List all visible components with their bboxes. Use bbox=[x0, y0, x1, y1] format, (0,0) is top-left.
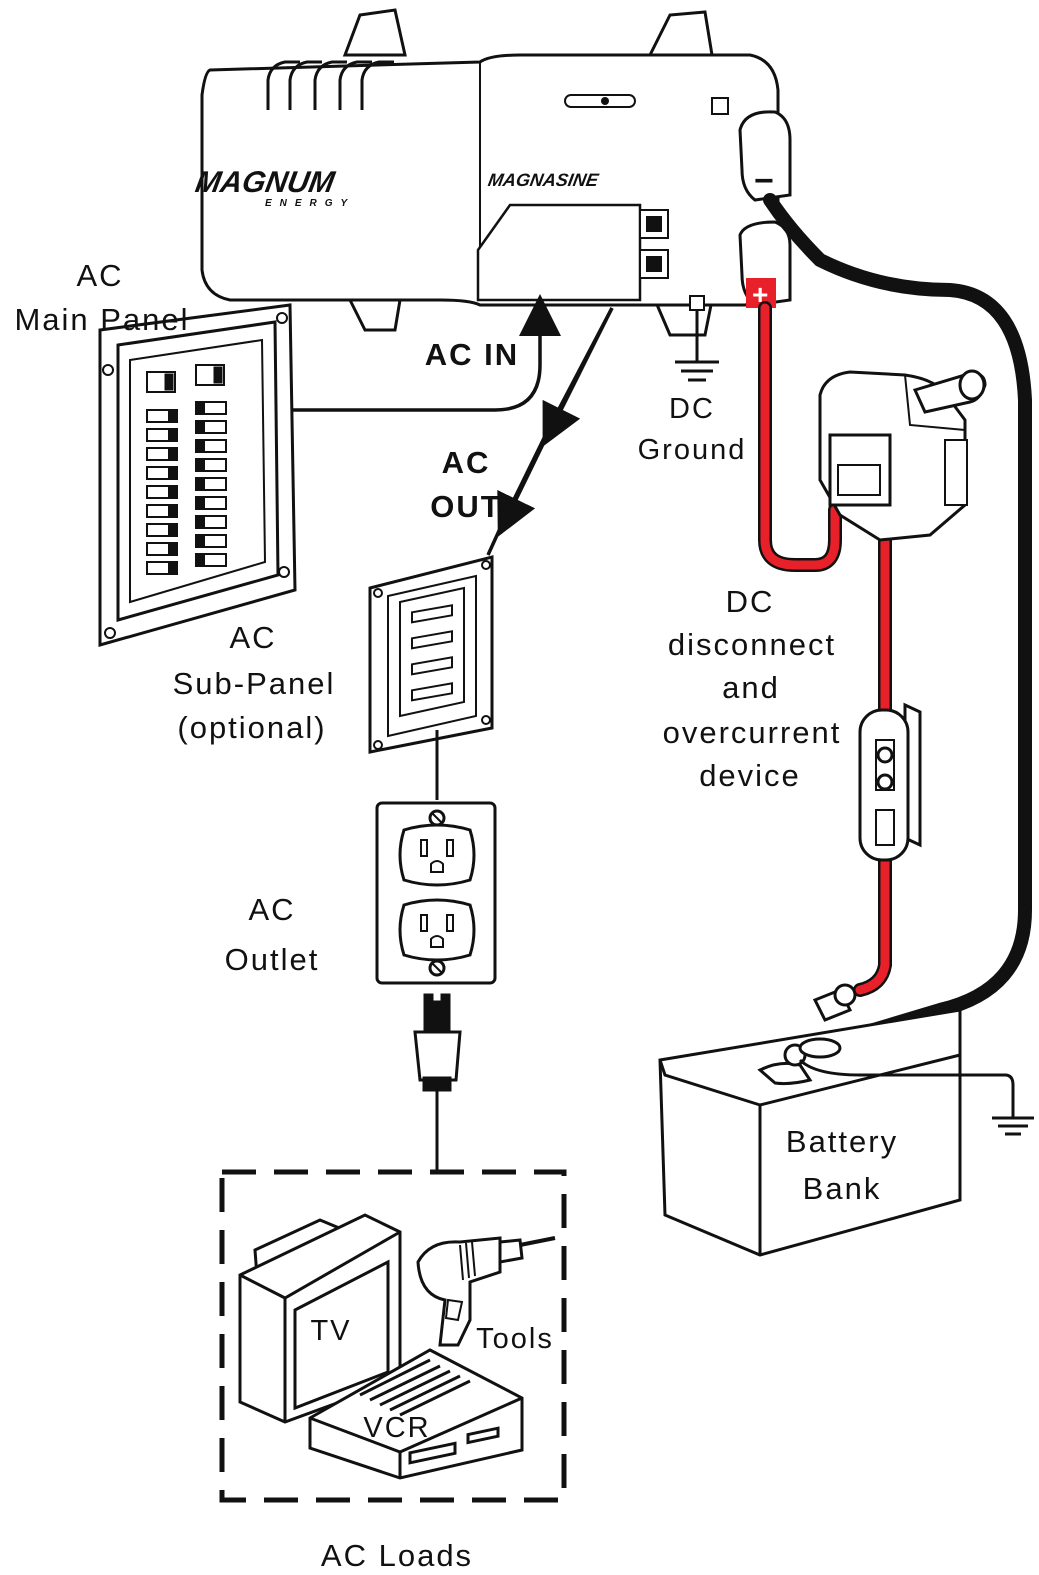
label-dc-disconnect-l4: overcurrent bbox=[663, 715, 842, 750]
ac-outlet bbox=[375, 801, 497, 985]
breaker-toggle bbox=[197, 536, 205, 546]
ac-in-wire bbox=[292, 294, 561, 412]
mount-tab-top-right bbox=[647, 10, 714, 57]
battery-negative-post bbox=[757, 1061, 813, 1086]
battery-ground-symbol bbox=[798, 1058, 1034, 1136]
breaker-toggle bbox=[197, 517, 205, 527]
negative-terminal-sign: − bbox=[754, 162, 774, 200]
access-panel bbox=[476, 203, 642, 302]
product-name: MAGNASINE bbox=[487, 170, 601, 190]
brand-logo: MAGNUM bbox=[193, 166, 338, 199]
breaker-toggle bbox=[168, 563, 176, 573]
label-ac-sub-panel-l3: (optional) bbox=[177, 710, 326, 745]
breaker-toggle bbox=[197, 403, 205, 413]
label-ac-in: AC IN bbox=[425, 337, 519, 372]
label-ac-main-panel-l1: AC bbox=[76, 258, 123, 293]
label-battery-l2: Bank bbox=[803, 1171, 882, 1206]
ac-sub-panel bbox=[368, 555, 494, 754]
brand-logo-sub: ENERGY bbox=[265, 198, 355, 209]
breaker-toggle bbox=[168, 525, 176, 535]
label-ac-out-l2: OUT bbox=[430, 489, 501, 524]
label-dc-disconnect-l3: and bbox=[722, 670, 780, 705]
battery-bank bbox=[658, 983, 962, 1257]
breaker-toggle bbox=[168, 430, 176, 440]
breaker-toggle bbox=[168, 487, 176, 497]
label-battery-l1: Battery bbox=[786, 1124, 898, 1159]
label-dc-disconnect-l1: DC bbox=[726, 584, 775, 619]
cooling-fins bbox=[266, 60, 394, 110]
status-switch bbox=[564, 94, 636, 108]
inverter-unit bbox=[200, 8, 792, 337]
breaker-toggle bbox=[197, 479, 205, 489]
label-dc-disconnect-l2: disconnect bbox=[668, 627, 836, 662]
vcr-icon bbox=[308, 1348, 524, 1480]
sub-panel-breakers bbox=[411, 604, 453, 702]
mount-tab-bottom-left bbox=[347, 298, 402, 332]
breaker-toggle bbox=[168, 506, 176, 516]
label-ac-sub-panel-l1: AC bbox=[229, 620, 276, 655]
side-switch-top bbox=[639, 209, 669, 239]
label-ac-loads: AC Loads bbox=[321, 1538, 473, 1573]
drill-icon bbox=[416, 1236, 556, 1347]
label-tools: Tools bbox=[476, 1323, 554, 1355]
power-plug bbox=[413, 993, 462, 1092]
fuse-holder bbox=[858, 702, 922, 862]
breaker-toggle bbox=[197, 441, 205, 451]
labels: AC Main Panel AC IN AC OUT DC Ground AC … bbox=[14, 258, 898, 1573]
label-ac-outlet-l1: AC bbox=[248, 892, 295, 927]
receptacle-bottom bbox=[398, 898, 476, 962]
label-dc-ground-l1: DC bbox=[669, 393, 715, 425]
label-dc-disconnect-l5: device bbox=[699, 758, 801, 793]
mount-tab-top-left bbox=[342, 8, 407, 57]
dc-ground-symbol bbox=[675, 295, 719, 382]
negative-dc-cable bbox=[763, 193, 1032, 1047]
breaker-toggle bbox=[168, 468, 176, 478]
ac-loads-box bbox=[219, 1169, 567, 1503]
breaker-toggle bbox=[197, 555, 205, 565]
dc-disconnect-device bbox=[818, 369, 987, 542]
breaker-toggle bbox=[197, 422, 205, 432]
label-ac-sub-panel-l2: Sub-Panel bbox=[173, 666, 336, 701]
label-ac-outlet-l2: Outlet bbox=[225, 942, 320, 977]
breaker-toggle bbox=[168, 449, 176, 459]
label-dc-ground-l2: Ground bbox=[638, 434, 747, 466]
negative-terminal-cover bbox=[738, 110, 792, 202]
breaker-toggle bbox=[197, 460, 205, 470]
label-ac-main-panel-l2: Main Panel bbox=[14, 302, 189, 337]
tv-icon bbox=[238, 1213, 402, 1424]
main-panel-breakers bbox=[146, 401, 227, 575]
receptacle-top bbox=[398, 823, 476, 887]
label-vcr: VCR bbox=[363, 1412, 430, 1444]
breaker-toggle bbox=[197, 498, 205, 508]
ac-main-panel bbox=[98, 303, 297, 647]
label-ac-out-l1: AC bbox=[442, 445, 491, 480]
breaker-toggle bbox=[168, 411, 176, 421]
breaker-toggle bbox=[168, 544, 176, 554]
label-tv: TV bbox=[310, 1315, 351, 1347]
